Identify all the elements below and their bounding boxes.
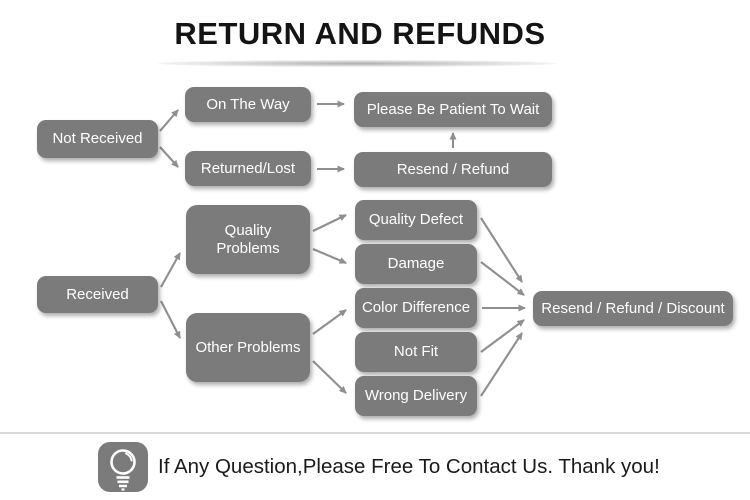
node-not-received: Not Received [37, 120, 158, 158]
node-received: Received [37, 276, 158, 313]
arrow-not-received-to-returned-lost [159, 146, 179, 168]
arrow-not-fit-to-discount [480, 319, 525, 353]
title-underline-shadow [158, 60, 556, 67]
arrow-other-problems-to-color-difference [312, 309, 347, 335]
arrow-received-to-other-problems [160, 300, 181, 339]
arrow-not-received-to-on-the-way [159, 109, 179, 132]
arrow-other-problems-to-wrong-delivery [312, 360, 347, 394]
arrow-quality-problems-to-damage [312, 248, 347, 264]
node-returned-lost: Returned/Lost [185, 151, 311, 186]
node-color-difference: Color Difference [355, 288, 477, 328]
light-bulb-icon [98, 442, 148, 492]
node-other-problems: Other Problems [186, 313, 310, 382]
arrow-quality-defect-to-discount [480, 217, 523, 283]
node-resend-refund-discount: Resend / Refund / Discount [533, 291, 733, 326]
footer-divider [0, 432, 750, 434]
node-on-the-way: On The Way [185, 87, 311, 122]
arrow-received-to-quality-problems [160, 252, 181, 288]
arrow-damage-to-discount [480, 261, 525, 296]
node-please-be-patient-to-wait: Please Be Patient To Wait [354, 92, 552, 127]
page-title: RETURN AND REFUNDS [174, 16, 546, 51]
node-resend-refund: Resend / Refund [354, 152, 552, 187]
node-damage: Damage [355, 244, 477, 284]
node-not-fit: Not Fit [355, 332, 477, 372]
node-wrong-delivery: Wrong Delivery [355, 376, 477, 416]
node-quality-defect: Quality Defect [355, 200, 477, 240]
arrow-wrong-delivery-to-discount [480, 332, 523, 397]
node-quality-problems: Quality Problems [186, 205, 310, 274]
footer-message: If Any Question,Please Free To Contact U… [158, 455, 660, 478]
arrow-quality-problems-to-quality-defect [312, 214, 347, 232]
